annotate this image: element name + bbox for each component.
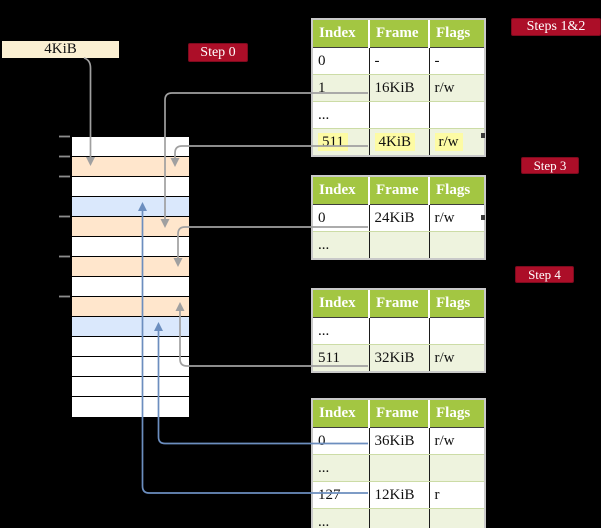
highlighted-value: 511 [318,132,348,151]
badge-step-4: Step 4 [515,266,574,283]
table-row: ... [313,454,484,482]
table-cell: 511 [313,128,370,155]
badge-step-0: Step 0 [188,43,248,62]
badge-step-3: Step 3 [521,157,579,174]
memory-row-13-white [72,397,189,417]
table-cell: 1 [313,74,370,102]
frame-size-box: 4KiB [2,41,119,58]
memory-row-11-white [72,357,189,377]
table-cell: 4KiB [369,128,430,155]
memory-row-12-white [72,377,189,397]
table-cell: r/w [429,74,484,102]
table-cell [369,454,430,482]
table-cell: 36KiB [369,427,430,455]
memory-row-8-peach [72,297,189,317]
table-cell: 0 [313,47,370,75]
column-header-index: Index [313,400,370,428]
table-cell [369,101,430,129]
table-cell: r/w [429,204,484,232]
memory-row-2-white [72,177,189,197]
table-cell: 511 [313,344,370,371]
memory-address-ticks [59,135,70,298]
column-header-index: Index [313,20,370,48]
table-cell: - [369,47,430,75]
memory-row-9-blue [72,317,189,337]
memory-column [71,136,190,417]
table-cell: 16KiB [369,74,430,102]
table-cell: r/w [429,344,484,371]
table-cell [369,317,430,345]
memory-row-7-white [72,277,189,297]
table-cell: 32KiB [369,344,430,371]
memory-row-0-white [72,137,189,157]
table-cell: ... [313,317,370,345]
badge-steps-1-2: Steps 1&2 [511,18,601,36]
column-header-frame: Frame [369,20,430,48]
memory-row-4-peach [72,217,189,237]
memory-row-3-blue [72,197,189,217]
table-cell: - [429,47,484,75]
table-cell: ... [313,101,370,129]
table-cell [429,317,484,345]
table-row: ... [313,508,484,528]
table-cell [429,231,484,258]
table-cell [429,508,484,528]
table-cell: 0 [313,427,370,455]
memory-row-5-white [72,237,189,257]
table-cell: 127 [313,481,370,509]
memory-row-10-white [72,337,189,357]
table-cell: ... [313,508,370,528]
table-row: ... [313,317,484,345]
table-cell [369,508,430,528]
column-header-flags: Flags [429,290,484,318]
frame-size-label: 4KiB [44,41,77,57]
highlighted-value: r/w [434,132,463,151]
column-header-frame: Frame [369,400,430,428]
column-header-flags: Flags [429,400,484,428]
table-cell: r/w [429,427,484,455]
table-cell: 0 [313,204,370,232]
highlighted-value: 4KiB [374,132,416,151]
column-header-index: Index [313,177,370,205]
table-cell: 24KiB [369,204,430,232]
column-header-flags: Flags [429,177,484,205]
memory-row-6-peach [72,257,189,277]
table-row: ... [313,231,484,258]
table-row: ... [313,101,484,129]
table-cell: r [429,481,484,509]
table-cell: ... [313,231,370,258]
table-cell: 12KiB [369,481,430,509]
memory-row-1-peach [72,157,189,177]
column-header-frame: Frame [369,177,430,205]
column-header-frame: Frame [369,290,430,318]
table-cell [429,101,484,129]
table-cell [429,454,484,482]
table-row: 511 4KiB r/w [313,128,484,155]
column-header-flags: Flags [429,20,484,48]
table-cell: ... [313,454,370,482]
table-cell: r/w [429,128,484,155]
column-header-index: Index [313,290,370,318]
table-row: 0-- [313,47,484,75]
table-cell [369,231,430,258]
